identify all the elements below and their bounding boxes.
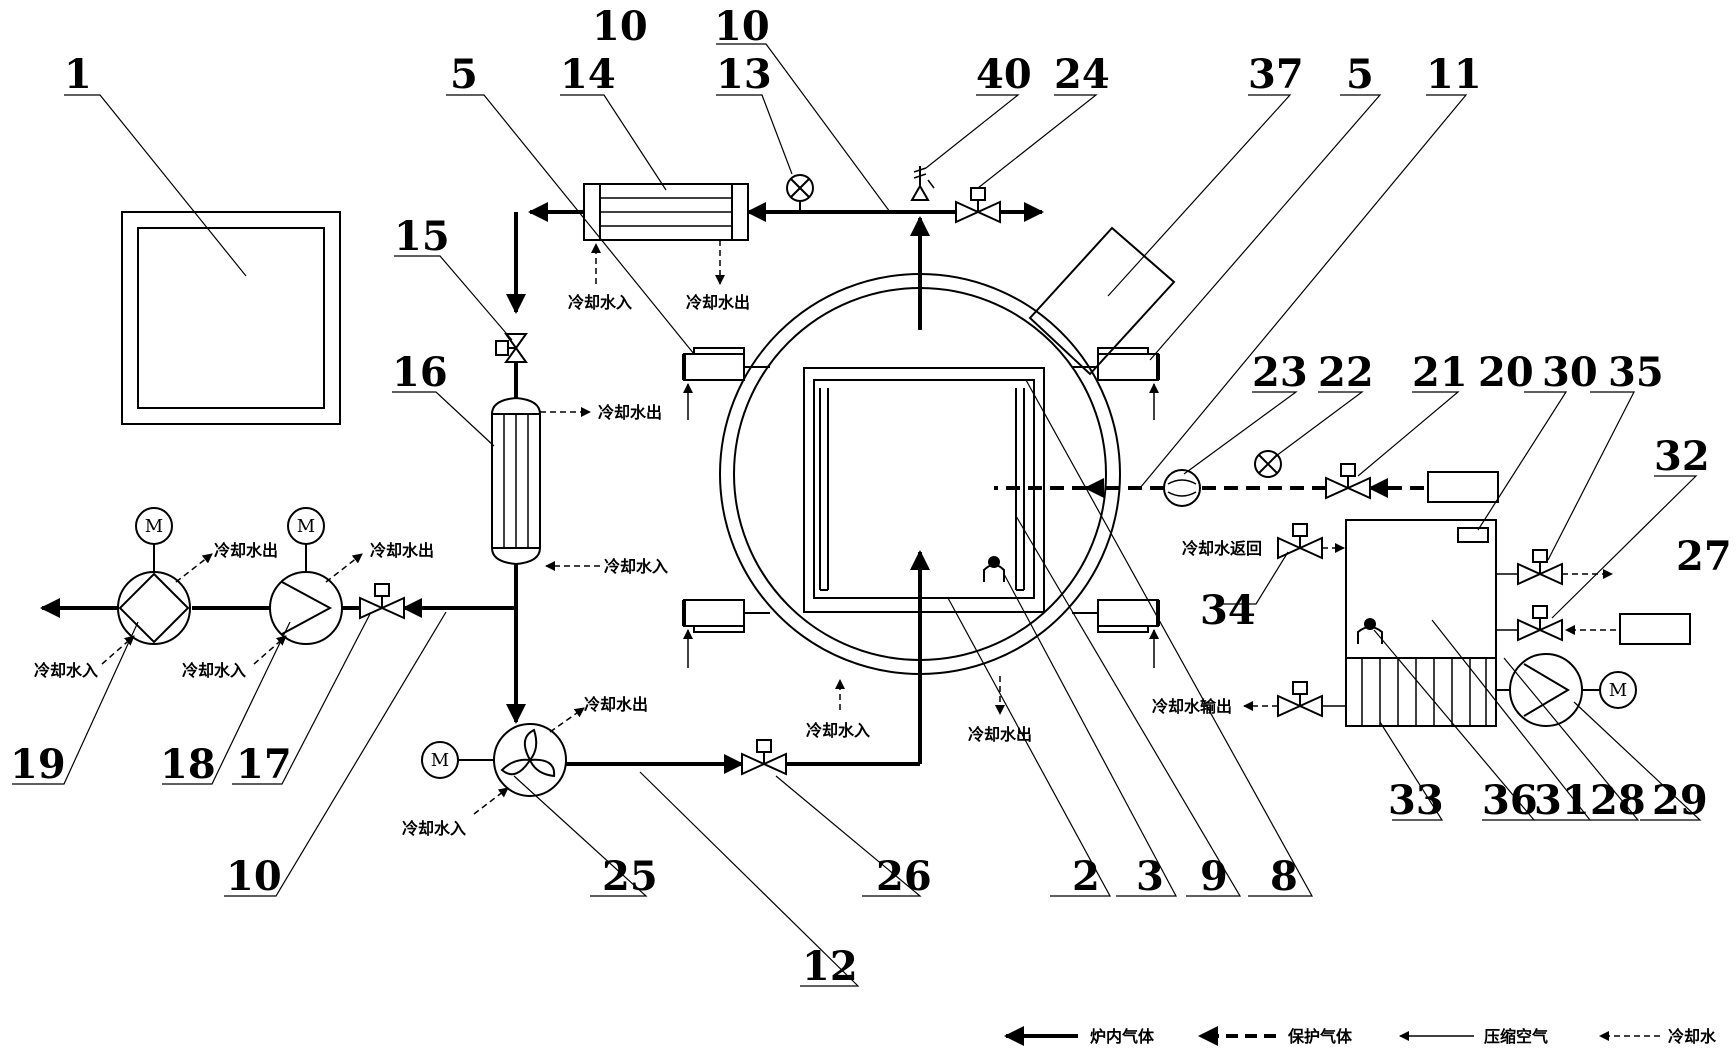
label-cool-out-furnace: 冷却水出 xyxy=(968,725,1032,744)
num-10-top-a: 10 xyxy=(592,3,648,50)
num-15: 15 xyxy=(394,213,450,260)
gauge-13 xyxy=(786,174,814,212)
num-35: 35 xyxy=(1608,349,1664,396)
furnace-temperature-sensor xyxy=(983,556,1005,582)
valve-35 xyxy=(1496,549,1613,586)
leader-lines xyxy=(12,43,1702,987)
label-cool-in-25: 冷却水入 xyxy=(402,819,466,838)
label-cool-output: 冷却水输出 xyxy=(1152,697,1232,716)
num-1: 1 xyxy=(64,51,92,98)
num-14: 14 xyxy=(560,51,616,98)
num-18: 18 xyxy=(160,741,216,788)
num-37: 37 xyxy=(1248,51,1304,98)
num-5-left: 5 xyxy=(450,51,478,98)
pipe-16-to-25 xyxy=(402,564,526,724)
num-2: 2 xyxy=(1072,853,1100,900)
num-28: 28 xyxy=(1590,777,1646,824)
valve-26 xyxy=(741,739,787,776)
num-22: 22 xyxy=(1318,349,1374,396)
valve-33 xyxy=(1243,681,1346,718)
label-cool-out-18: 冷却水出 xyxy=(370,541,434,560)
num-36: 36 xyxy=(1482,777,1538,824)
legend-cooling-water: 冷却水 xyxy=(1668,1027,1717,1046)
heat-exchanger-14 xyxy=(583,183,749,285)
reference-numbers: 1 10 10 5 14 13 40 24 37 5 11 15 16 23 2… xyxy=(10,3,1732,990)
circulation-fan-25 xyxy=(421,707,585,815)
num-21: 21 xyxy=(1412,349,1468,396)
water-pump-28 xyxy=(1496,653,1637,727)
num-24: 24 xyxy=(1054,51,1110,98)
return-pipe-12 xyxy=(566,550,930,774)
num-17: 17 xyxy=(236,741,292,788)
cooler-16 xyxy=(491,396,600,571)
num-29: 29 xyxy=(1652,777,1708,824)
label-cool-out-16: 冷却水出 xyxy=(598,403,662,422)
motor-icon-18: M xyxy=(297,516,315,537)
label-cool-out-19: 冷却水出 xyxy=(214,541,278,560)
num-40: 40 xyxy=(976,51,1032,98)
num-25: 25 xyxy=(602,853,658,900)
num-19: 19 xyxy=(10,741,66,788)
num-13: 13 xyxy=(716,51,772,98)
valve-24 xyxy=(955,187,1001,224)
num-9: 9 xyxy=(1200,853,1228,900)
valve-34 xyxy=(1277,523,1345,560)
num-11: 11 xyxy=(1426,51,1482,98)
legend: 炉内气体 保护气体 压缩空气 冷却水 xyxy=(1004,1026,1717,1046)
num-30: 30 xyxy=(1542,349,1598,396)
num-10-top-b: 10 xyxy=(714,3,770,50)
num-33: 33 xyxy=(1388,777,1444,824)
num-27: 27 xyxy=(1676,533,1732,580)
num-12: 12 xyxy=(802,943,858,990)
valve-15 xyxy=(495,333,528,363)
gauge-22 xyxy=(1254,450,1282,478)
legend-furnace-gas: 炉内气体 xyxy=(1090,1027,1155,1046)
num-34: 34 xyxy=(1200,587,1256,634)
door-cylinders xyxy=(682,347,1160,668)
motor-labels: M M M M xyxy=(145,516,1627,771)
motor-icon-19: M xyxy=(145,516,163,537)
label-cool-return: 冷却水返回 xyxy=(1182,539,1262,558)
num-3: 3 xyxy=(1136,853,1164,900)
num-26: 26 xyxy=(876,853,932,900)
motor-icon-25: M xyxy=(431,750,449,771)
motor-icon-29: M xyxy=(1609,680,1627,701)
gas-source-20 xyxy=(1427,471,1499,503)
flowmeter-23 xyxy=(1163,469,1201,507)
water-tank-31 xyxy=(1345,519,1497,727)
exhaust-line xyxy=(506,202,1044,398)
legend-compressed-air: 压缩空气 xyxy=(1484,1027,1548,1046)
control-cabinet xyxy=(121,211,341,425)
label-cool-in-18: 冷却水入 xyxy=(182,661,246,680)
label-cool-in-furnace: 冷却水入 xyxy=(806,721,870,740)
label-cool-in-19: 冷却水入 xyxy=(34,661,98,680)
label-cool-in-14: 冷却水入 xyxy=(568,293,632,312)
valve-21 xyxy=(1325,463,1371,500)
label-cool-in-16: 冷却水入 xyxy=(604,557,668,576)
num-16: 16 xyxy=(392,349,448,396)
num-20: 20 xyxy=(1478,349,1534,396)
safety-valve-40 xyxy=(910,166,935,201)
num-10-bottom: 10 xyxy=(226,853,282,900)
cooling-water-labels: 冷却水入 冷却水出 冷却水出 冷却水入 冷却水出 冷却水出 冷却水入 冷却水入 … xyxy=(34,293,1262,838)
num-5-right: 5 xyxy=(1346,51,1374,98)
label-cool-out-14: 冷却水出 xyxy=(686,293,750,312)
furnace-cooling-water xyxy=(835,676,1005,715)
label-cool-out-25: 冷却水出 xyxy=(584,695,648,714)
num-31: 31 xyxy=(1534,777,1590,824)
valve-17 xyxy=(359,583,405,620)
num-23: 23 xyxy=(1252,349,1308,396)
num-8: 8 xyxy=(1270,853,1298,900)
legend-protective-gas: 保护气体 xyxy=(1287,1027,1353,1046)
furnace-device-37 xyxy=(1028,226,1176,376)
tank-sensor-36 xyxy=(1357,618,1383,644)
valve-32 xyxy=(1496,605,1616,642)
num-32: 32 xyxy=(1654,433,1710,480)
water-source-27 xyxy=(1619,613,1691,645)
